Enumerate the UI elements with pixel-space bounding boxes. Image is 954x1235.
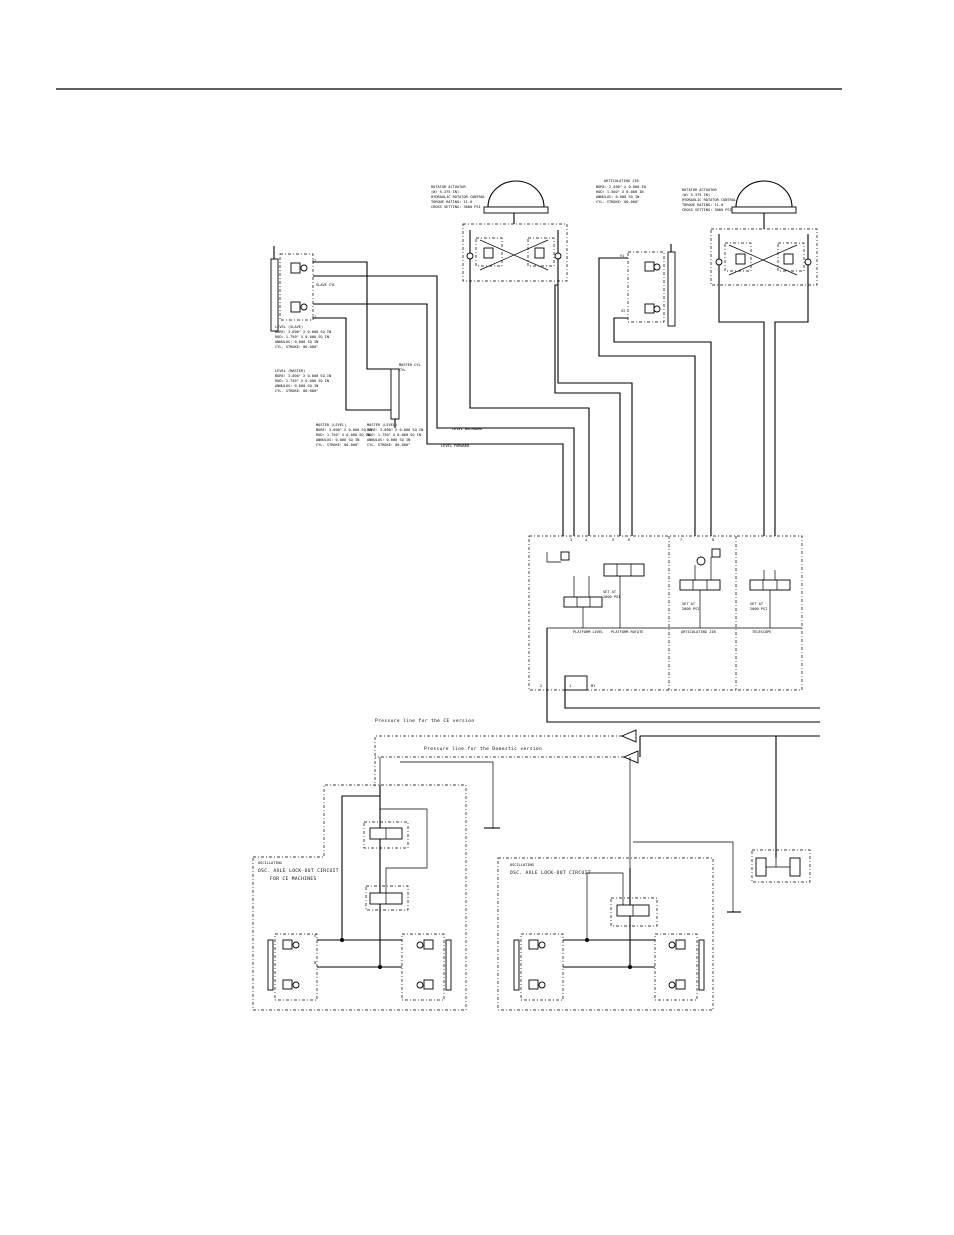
osc-ce-title: OSCILLATING: [258, 861, 282, 865]
svg-text:6: 6: [628, 538, 630, 542]
svg-text:LEVEL (MASTER): LEVEL (MASTER): [275, 369, 305, 373]
master-cyl-label: MASTER CYL: [399, 363, 421, 367]
rotator-actuator-left: ROTATOR ACTUATOR (W/ 5.375 IN) HYDRAULIC…: [431, 180, 568, 285]
svg-text:(W/ 5.375 IN): (W/ 5.375 IN): [682, 193, 710, 197]
telescope-label: TELESCOPE: [752, 630, 771, 634]
platform-rotate-label: PLATFORM ROTATE: [611, 630, 643, 634]
svg-text:HYDRAULIC ROTATOR CONTROL: HYDRAULIC ROTATOR CONTROL: [682, 198, 736, 202]
svg-text:ANNULUS: 0.000 SQ IN: ANNULUS: 0.000 SQ IN: [596, 195, 639, 199]
svg-text:BORE: 3.000" X 0.000 SQ IN: BORE: 3.000" X 0.000 SQ IN: [367, 428, 423, 432]
osc-dom-name: OSC. AXLE LOCK-OUT CIRCUIT: [510, 870, 591, 876]
port-2-label: 2: [540, 684, 542, 688]
port-1-label: 1: [569, 684, 571, 688]
svg-text:ROD: 1.750" X 0.000 SQ IN: ROD: 1.750" X 0.000 SQ IN: [275, 379, 329, 383]
svg-text:ROTATOR ACTUATOR: ROTATOR ACTUATOR: [431, 185, 466, 189]
svg-text:ROD: 1.750" X 0.000 SQ IN: ROD: 1.750" X 0.000 SQ IN: [275, 335, 329, 339]
svg-text:SET AT: SET AT: [603, 590, 617, 594]
svg-text:MASTER (LEVEL): MASTER (LEVEL): [367, 423, 397, 427]
osc-axle-ce-circuit: OSCILLATING OSC. AXLE LOCK-OUT CIRCUIT F…: [252, 784, 467, 1011]
svg-text:ANNULUS: 0.000 SQ IN: ANNULUS: 0.000 SQ IN: [275, 384, 318, 388]
svg-text:2000 PSI: 2000 PSI: [603, 595, 620, 599]
pressure-domestic-label: Pressure line for the Domestic version: [424, 746, 542, 752]
svg-text:V1: V1: [620, 254, 624, 258]
svg-text:BORE: 3.000" X 0.000 SQ IN: BORE: 3.000" X 0.000 SQ IN: [275, 374, 331, 378]
svg-text:CROSS SETTING: 3000 PSI: CROSS SETTING: 3000 PSI: [431, 205, 481, 209]
hose-lines-upper: LEVEL BACKWARD LEVEL FORWARD: [313, 257, 809, 536]
svg-text:V2: V2: [621, 309, 625, 313]
slave-cylinder: V2 V1 SLAVE CYL LEVEL (SLAVE) BORE: 3.00…: [270, 246, 335, 393]
svg-text:5: 5: [612, 538, 614, 542]
svg-text:8: 8: [712, 538, 714, 542]
svg-text:BORE: 3.000" X 0.000 SQ IN: BORE: 3.000" X 0.000 SQ IN: [316, 428, 372, 432]
svg-text:HYDRAULIC ROTATOR CONTROL: HYDRAULIC ROTATOR CONTROL: [431, 195, 485, 199]
svg-text:BORE: 3.000" X 0.000 SQ IN: BORE: 3.000" X 0.000 SQ IN: [275, 330, 331, 334]
svg-text:V2: V2: [312, 259, 316, 263]
svg-text:CYL. STROKE: 00.000": CYL. STROKE: 00.000": [275, 389, 318, 393]
pressure-lines: Pressure line for the CE version Pressur…: [374, 718, 820, 913]
articulating-jib-cylinder: ARTICULATING JIB BORE: 2.500" X 0.000 IN…: [596, 179, 676, 327]
svg-text:CROSS SETTING: 3000 PSI: CROSS SETTING: 3000 PSI: [682, 208, 732, 212]
pressure-ce-label: Pressure line for the CE version: [375, 718, 475, 724]
svg-text:MASTER (LEVEL): MASTER (LEVEL): [316, 423, 346, 427]
level-backward-label: LEVEL BACKWARD: [452, 427, 482, 431]
svg-text:ROD: 1.750" X 0.000 SQ IN: ROD: 1.750" X 0.000 SQ IN: [316, 433, 370, 437]
svg-text:ANNULUS: 0.000 SQ IN: ANNULUS: 0.000 SQ IN: [367, 438, 410, 442]
rotator-actuator-right: ROTATOR ACTUATOR (W/ 5.375 IN) HYDRAULIC…: [682, 180, 818, 286]
svg-text:ROD: 1.500" X 0.000 IN: ROD: 1.500" X 0.000 IN: [596, 190, 644, 194]
svg-text:SET AT: SET AT: [750, 602, 764, 606]
svg-text:TORQUE RATING: 11.0: TORQUE RATING: 11.0: [431, 200, 472, 204]
svg-text:B: B: [314, 961, 316, 965]
osc-dom-title: OSCILLATING: [510, 863, 534, 867]
articulating-jib-valve-label: ARTICULATING JIB: [681, 630, 716, 634]
svg-text:2000 PSI: 2000 PSI: [750, 607, 767, 611]
svg-text:2000 PSI: 2000 PSI: [682, 607, 699, 611]
svg-text:TORQUE RATING: 11.0: TORQUE RATING: 11.0: [682, 203, 723, 207]
svg-text:V1: V1: [312, 315, 316, 319]
osc-ce-name: OSC. AXLE LOCK-OUT CIRCUIT: [258, 868, 339, 874]
svg-text:V: V: [314, 934, 317, 938]
svg-text:CYL. STROKE: 00.000": CYL. STROKE: 00.000": [316, 443, 359, 447]
svg-text:CYL. STROKE: 00.000": CYL. STROKE: 00.000": [596, 200, 639, 204]
control-valve-manifold: 3 4 5 6 7 8 SET AT 2000 PSI SET AT 2000 …: [528, 535, 820, 723]
svg-text:(W/ 5.375 IN): (W/ 5.375 IN): [431, 190, 459, 194]
svg-text:ROD: 1.750" X 0.000 SQ IN: ROD: 1.750" X 0.000 SQ IN: [367, 433, 421, 437]
svg-text:BORE: 2.500" X 0.000 IN: BORE: 2.500" X 0.000 IN: [596, 185, 646, 189]
osc-axle-domestic-circuit: OSCILLATING OSC. AXLE LOCK-OUT CIRCUIT: [497, 857, 714, 1011]
svg-text:ANNULUS: 0.000 SQ IN: ANNULUS: 0.000 SQ IN: [316, 438, 359, 442]
svg-text:ROTATOR ACTUATOR: ROTATOR ACTUATOR: [682, 188, 717, 192]
svg-text:CYL. STROKE: 00.000": CYL. STROKE: 00.000": [367, 443, 410, 447]
master-cylinder: MASTER CYL CYL MASTER (LEVEL) BORE: 3.00…: [316, 363, 423, 447]
svg-text:7: 7: [680, 538, 682, 542]
svg-text:4: 4: [585, 538, 587, 542]
articulating-jib-label: ARTICULATING JIB: [604, 179, 639, 183]
slave-cyl-label: SLAVE CYL: [316, 283, 335, 287]
svg-text:3: 3: [570, 538, 572, 542]
osc-ce-sub: FOR CE MACHINES: [270, 876, 317, 882]
level-forward-label: LEVEL FORWARD: [441, 444, 469, 448]
pressure-switch-group: [751, 849, 811, 883]
svg-text:SET AT: SET AT: [682, 602, 696, 606]
svg-text:LEVEL (SLAVE): LEVEL (SLAVE): [275, 325, 303, 329]
svg-text:CYL. STROKE: 00.000": CYL. STROKE: 00.000": [275, 345, 318, 349]
svg-text:ANNULUS: 0.000 SQ IN: ANNULUS: 0.000 SQ IN: [275, 340, 318, 344]
port-m1-label: M1: [591, 684, 595, 688]
platform-level-label: PLATFORM LEVEL: [573, 630, 603, 634]
svg-text:CYL: CYL: [399, 368, 406, 372]
